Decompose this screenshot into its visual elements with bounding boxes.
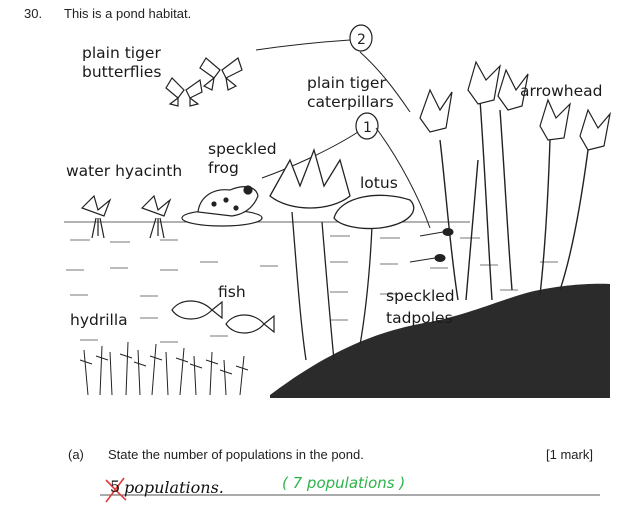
wrong-mark (105, 477, 127, 503)
fish-icon (171, 300, 275, 334)
water-hyacinth-plant (80, 194, 172, 239)
marker-2-text: 2 (357, 32, 366, 48)
label-tadpoles-line1: speckled (386, 287, 455, 305)
label-fish: fish (218, 283, 246, 301)
label-lotus: lotus (360, 174, 398, 192)
lotus-plant (269, 147, 415, 361)
part-a-marks: [1 mark] (546, 447, 593, 462)
label-butterflies: plain tiger butterflies (82, 44, 161, 82)
label-frog-line1: speckled (208, 140, 277, 158)
arrowhead-plant (439, 99, 589, 301)
label-caterpillars: plain tiger caterpillars (307, 74, 394, 112)
question-number: 30. (24, 6, 43, 21)
leader-lines (255, 39, 431, 229)
label-caterpillars-line1: plain tiger (307, 74, 386, 92)
butterfly-icon (199, 57, 243, 91)
answer-text: populations. (124, 478, 224, 497)
label-arrowhead: arrowhead (520, 82, 603, 100)
marker-1-text: 1 (363, 120, 372, 136)
hydrilla-plant (79, 341, 249, 396)
butterfly-icon (165, 77, 203, 107)
part-a-question: State the number of populations in the p… (108, 447, 364, 462)
label-butterflies-line1: plain tiger (82, 44, 161, 62)
tadpole-icon (409, 228, 454, 263)
question-text: This is a pond habitat. (64, 6, 192, 21)
label-frog-line2: frog (208, 159, 239, 177)
label-hydrilla: hydrilla (70, 311, 128, 329)
part-a-label: (a) (68, 447, 84, 462)
answer-number: 5 (110, 477, 121, 496)
marker-circle-2: 2 (349, 24, 373, 52)
label-tadpoles: speckled tadpoles (386, 285, 455, 329)
marker-circle-1: 1 (355, 112, 379, 140)
label-frog: speckled frog (208, 140, 277, 178)
label-caterpillars-line2: caterpillars (307, 93, 394, 111)
pond-bank (270, 283, 610, 398)
label-water-hyacinth: water hyacinth (66, 162, 183, 180)
label-tadpoles-line2: tadpoles (386, 309, 453, 327)
label-butterflies-line2: butterflies (82, 63, 162, 81)
teacher-correction: ( 7 populations ) (282, 474, 406, 492)
frog-icon (181, 185, 263, 227)
arrowhead-leaves (419, 60, 612, 151)
